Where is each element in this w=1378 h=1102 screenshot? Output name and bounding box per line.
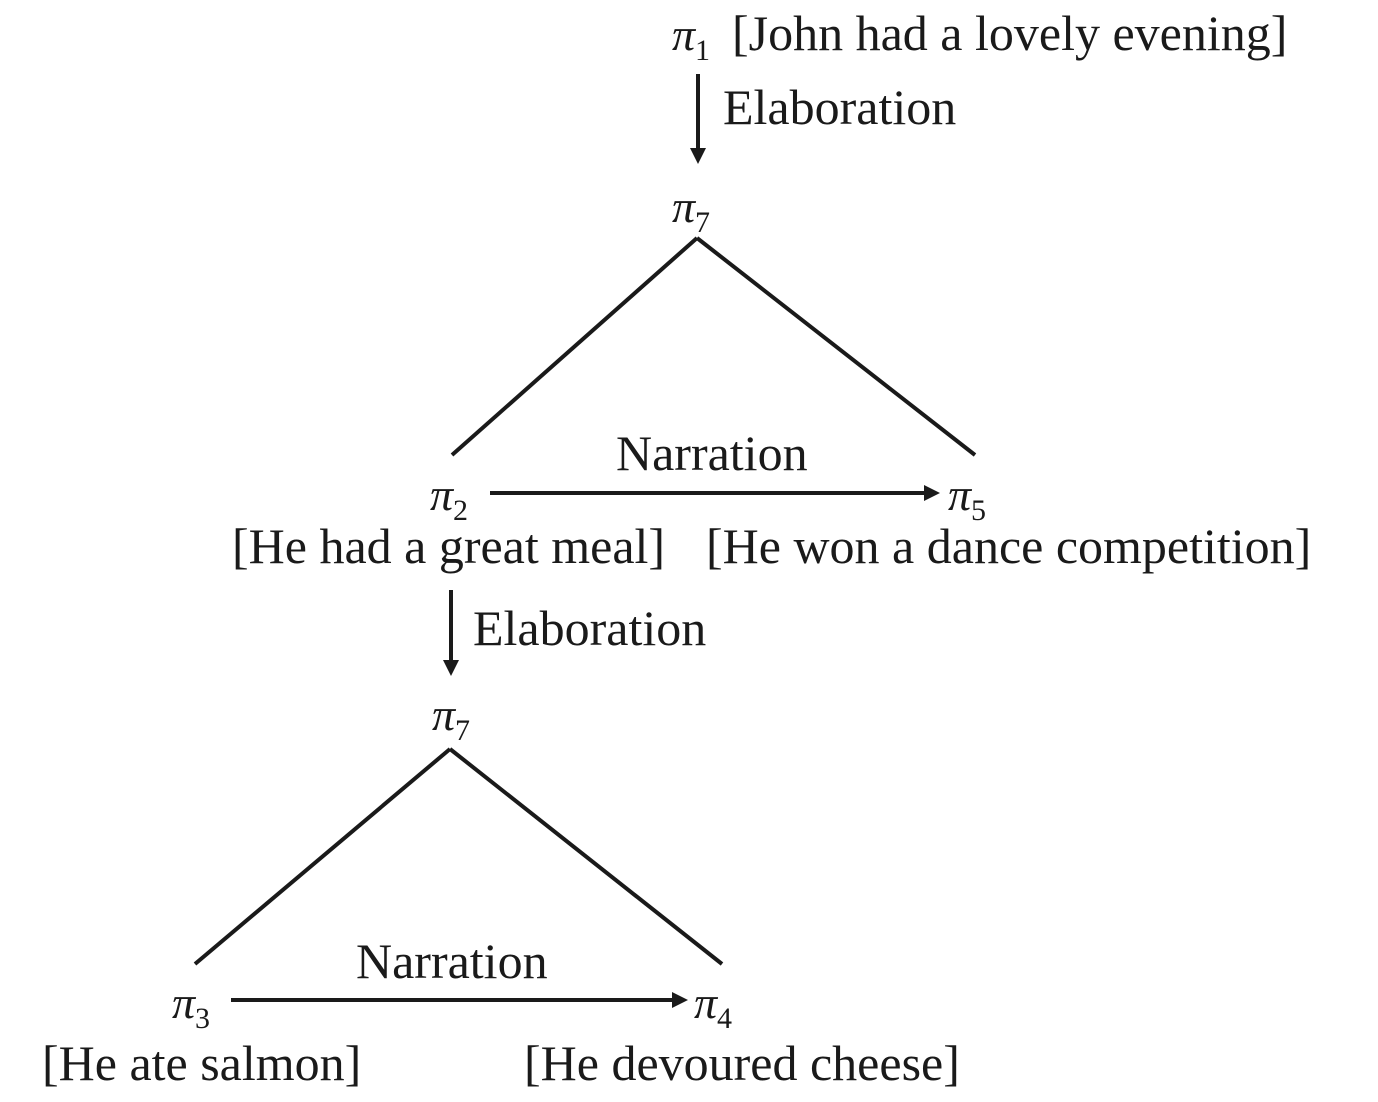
node-pi7-mid-symbol: π xyxy=(432,689,457,740)
upper-narration-arrow-head xyxy=(924,485,940,501)
top-elaboration-label: Elaboration xyxy=(723,79,956,135)
clause-pi5: [He won a dance competition] xyxy=(706,518,1311,574)
node-pi7-mid-index: 7 xyxy=(455,714,470,747)
node-pi5-index: 5 xyxy=(971,494,986,527)
node-pi7-mid: π7 xyxy=(432,689,470,747)
lower-tree-left-edge xyxy=(193,747,452,966)
clause-pi1: [John had a lovely evening] xyxy=(732,5,1287,61)
clause-pi4: [He devoured cheese] xyxy=(524,1035,960,1091)
lower-narration-label: Narration xyxy=(356,933,548,989)
mid-elaboration-arrow-head xyxy=(443,660,459,676)
node-pi3-symbol: π xyxy=(172,977,197,1028)
node-pi2-index: 2 xyxy=(453,494,468,527)
upper-narration-label: Narration xyxy=(616,425,808,481)
node-pi7-top-symbol: π xyxy=(672,181,697,232)
node-pi4-symbol: π xyxy=(694,977,719,1028)
node-pi7-top-index: 7 xyxy=(695,206,710,239)
node-pi2: π2 xyxy=(430,469,468,527)
clause-pi3: [He ate salmon] xyxy=(42,1035,361,1091)
node-pi1-index: 1 xyxy=(695,34,710,67)
node-pi1: π1 xyxy=(672,9,710,67)
upper-tree-right-edge xyxy=(695,236,977,457)
upper-tree-left-edge xyxy=(450,236,699,457)
lower-narration-arrow-head xyxy=(672,992,688,1008)
node-pi5: π5 xyxy=(948,469,986,527)
node-pi3-index: 3 xyxy=(195,1002,210,1035)
node-pi1-symbol: π xyxy=(672,9,697,60)
node-pi4: π4 xyxy=(694,977,732,1035)
mid-elaboration-label: Elaboration xyxy=(473,600,706,656)
node-pi5-symbol: π xyxy=(948,469,973,520)
node-pi4-index: 4 xyxy=(717,1002,732,1035)
top-elaboration-arrow-head xyxy=(690,148,706,164)
clause-pi2: [He had a great meal] xyxy=(232,518,665,574)
node-pi7-top: π7 xyxy=(672,181,710,239)
lower-tree-right-edge xyxy=(448,747,724,966)
node-pi2-symbol: π xyxy=(430,469,455,520)
node-pi3: π3 xyxy=(172,977,210,1035)
